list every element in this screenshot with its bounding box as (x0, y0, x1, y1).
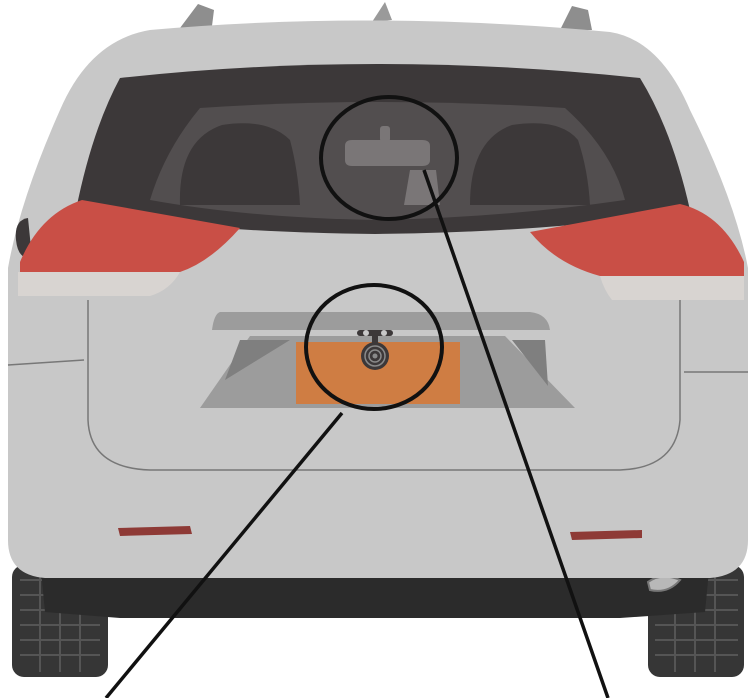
roof-antenna (372, 2, 392, 22)
roof-rack-right (560, 6, 592, 30)
garnish-bar (212, 312, 550, 330)
left-taillight-lower (18, 272, 180, 296)
right-taillight-lower (600, 276, 744, 300)
rearview-mirror (345, 140, 430, 166)
mirror-mount (380, 126, 390, 142)
roof-rack-left (180, 4, 214, 28)
